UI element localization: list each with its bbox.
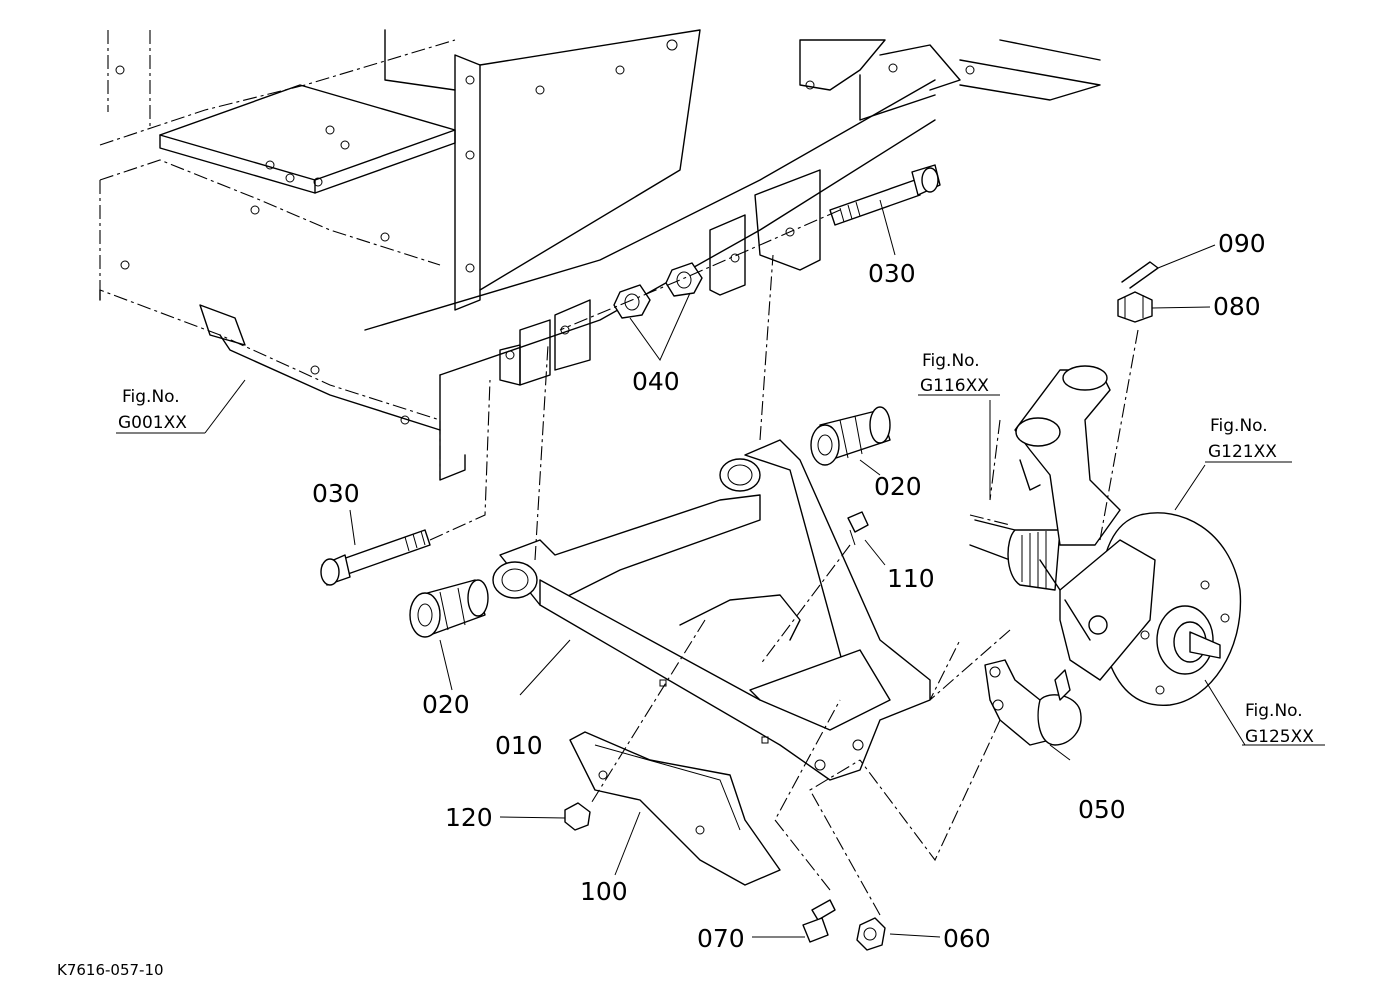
tie-rod-end-050: [984, 659, 1082, 746]
bolt-030-lower: [320, 529, 431, 586]
callout-leaders: [116, 199, 1325, 938]
axle-knuckle-hub-assembly: [969, 365, 1242, 706]
figref-frame-line1: Fig.No.: [122, 387, 180, 407]
callout-020-upper: 020: [874, 472, 922, 501]
figref-knuckle-line2: G121XX: [1208, 442, 1277, 462]
callout-080: 080: [1213, 292, 1261, 321]
figref-frame-line2: G001XX: [118, 413, 187, 433]
figref-axle-line2: G116XX: [920, 376, 989, 396]
figref-hub-line1: Fig.No.: [1245, 701, 1303, 721]
callout-030-lower: 030: [312, 479, 360, 508]
castle-nut-080: [1117, 291, 1153, 323]
cover-100: [569, 731, 781, 886]
callout-050: 050: [1078, 795, 1126, 824]
cotter-pin-090: [1121, 261, 1159, 289]
figref-knuckle-line1: Fig.No.: [1210, 416, 1268, 436]
assembly-lines: [429, 209, 1139, 916]
callout-020-lower: 020: [422, 690, 470, 719]
bushing-020-lower: [409, 579, 489, 638]
bolt-070: [802, 899, 836, 943]
nut-040: [613, 262, 703, 319]
diagram-code: K7616-057-10: [57, 961, 164, 979]
lower-arm-010: [492, 439, 931, 781]
callout-010: 010: [495, 731, 543, 760]
figref-hub-line2: G125XX: [1245, 727, 1314, 747]
bushing-020-upper: [810, 406, 891, 466]
callout-070: 070: [697, 924, 745, 953]
callout-090: 090: [1218, 229, 1266, 258]
nut-060: [856, 917, 886, 951]
callout-100: 100: [580, 877, 628, 906]
callout-030-upper: 030: [868, 259, 916, 288]
frame-assembly: [99, 29, 1101, 481]
callout-120: 120: [445, 803, 493, 832]
callout-060: 060: [943, 924, 991, 953]
bolt-030-upper: [829, 164, 941, 226]
figref-axle-line1: Fig.No.: [922, 351, 980, 371]
callout-110: 110: [887, 564, 935, 593]
callout-040: 040: [632, 367, 680, 396]
bolt-110: [847, 511, 869, 546]
nut-120: [564, 802, 591, 831]
